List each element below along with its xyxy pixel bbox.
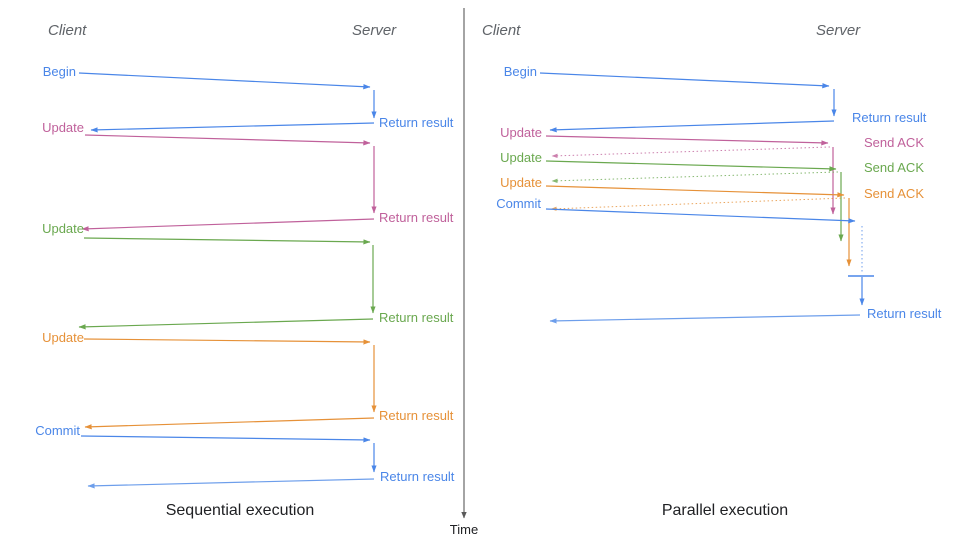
- par-update2-ack-label: Send ACK: [864, 160, 924, 175]
- seq-update3-return-arrow: [84, 417, 375, 430]
- seq-update2-return-label: Return result: [379, 310, 454, 325]
- par-update3-ack-label: Send ACK: [864, 186, 924, 201]
- seq-commit-return-label: Return result: [380, 469, 455, 484]
- seq-commit-return-arrow: [87, 478, 375, 489]
- sequential-arrows: [78, 72, 377, 489]
- par-commit-request-arrow: [545, 208, 856, 224]
- seq-begin-request-arrow: [78, 72, 371, 90]
- par-commit-return-arrow: [549, 314, 861, 324]
- seq-update1-label: Update: [42, 120, 84, 135]
- seq-update3-label: Update: [42, 330, 84, 345]
- sequential-caption: Sequential execution: [165, 502, 315, 519]
- par-update1-ack-arrow: [551, 146, 831, 159]
- par-begin-label: Begin: [503, 64, 537, 79]
- seq-begin-return-label: Return result: [379, 115, 454, 130]
- seq-update3-return-label: Return result: [379, 408, 454, 423]
- seq-server-header: Server: [352, 22, 397, 39]
- par-update1-label: Update: [500, 125, 542, 140]
- par-update3-request-arrow: [545, 185, 845, 198]
- par-update2-ack-arrow: [551, 171, 839, 184]
- seq-update2-request-arrow: [83, 237, 371, 245]
- seq-client-header: Client: [48, 22, 87, 39]
- parallel-arrows: [539, 72, 874, 324]
- par-update3-label: Update: [500, 175, 542, 190]
- seq-update1-return-arrow: [81, 218, 375, 232]
- seq-commit-request-arrow: [80, 435, 371, 443]
- time-axis-label: Time: [449, 522, 479, 537]
- seq-begin-label: Begin: [42, 64, 76, 79]
- seq-update2-return-arrow: [78, 318, 374, 330]
- par-update2-label: Update: [500, 150, 542, 165]
- par-commit-label: Commit: [496, 196, 541, 211]
- par-begin-request-arrow: [539, 72, 830, 89]
- seq-update2-label: Update: [42, 221, 84, 236]
- seq-update1-return-label: Return result: [379, 210, 454, 225]
- parallel-caption: Parallel execution: [661, 502, 789, 519]
- par-update1-request-arrow: [545, 135, 829, 146]
- par-update2-request-arrow: [545, 160, 837, 172]
- par-server-header: Server: [816, 22, 861, 39]
- par-update3-ack-arrow: [550, 197, 846, 211]
- seq-commit-label: Commit: [35, 423, 80, 438]
- seq-begin-return-arrow: [90, 122, 375, 133]
- par-client-header: Client: [482, 22, 521, 39]
- par-begin-return-label: Return result: [852, 110, 927, 125]
- par-commit-return-label: Return result: [867, 306, 942, 321]
- par-begin-return-arrow: [549, 120, 835, 133]
- seq-update1-request-arrow: [84, 134, 371, 146]
- par-update1-ack-label: Send ACK: [864, 135, 924, 150]
- seq-update3-request-arrow: [83, 338, 371, 345]
